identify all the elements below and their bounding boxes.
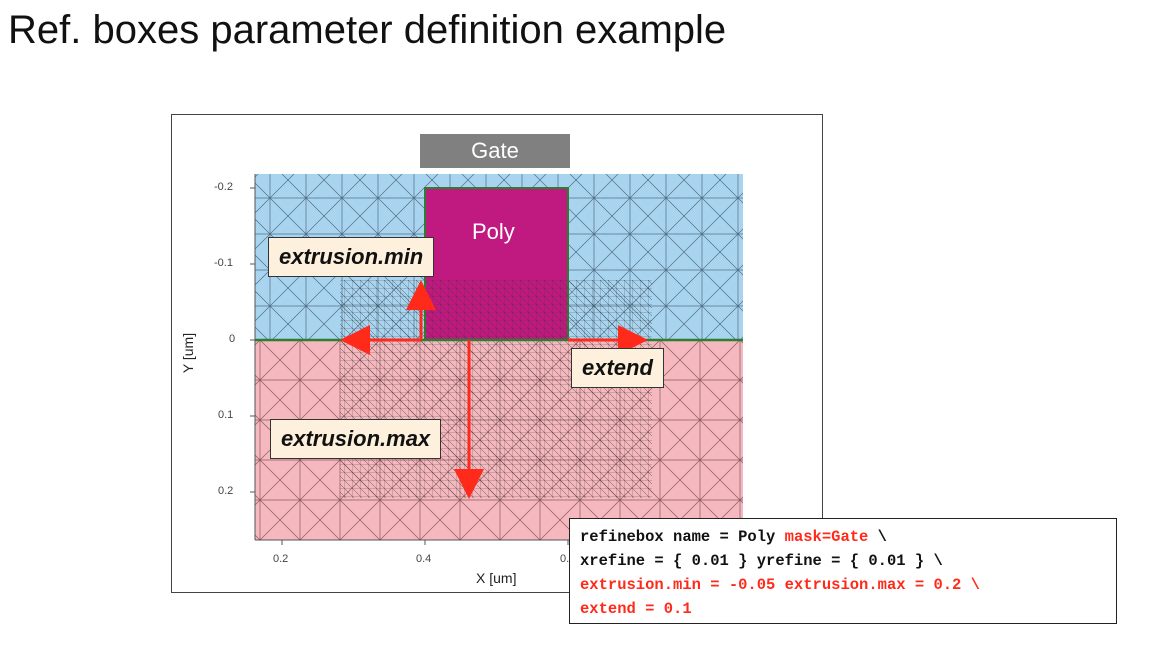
x-tick: 0.4 bbox=[416, 553, 432, 565]
code-line-3: extrusion.min = -0.05 extrusion.max = 0.… bbox=[580, 576, 980, 594]
x-tick: 0. bbox=[560, 553, 570, 565]
page-title: Ref. boxes parameter definition example bbox=[8, 8, 727, 52]
x-axis-title: X [um] bbox=[476, 570, 517, 586]
code-line-4: extend = 0.1 bbox=[580, 600, 692, 618]
x-tick: 0.2 bbox=[273, 553, 289, 565]
extrusion-max-label: extrusion.max bbox=[270, 419, 442, 459]
y-tick: 0 bbox=[229, 333, 236, 345]
poly-label: Poly bbox=[472, 219, 515, 244]
y-tick: 0.2 bbox=[218, 485, 234, 497]
code-line-2: xrefine = { 0.01 } yrefine = { 0.01 } \ bbox=[580, 552, 943, 570]
code-box: refinebox name = Poly mask=Gate \ xrefin… bbox=[569, 518, 1117, 624]
gate-label: Gate bbox=[420, 134, 570, 168]
code-line-1: refinebox name = Poly mask=Gate \ bbox=[580, 528, 887, 546]
extrusion-min-label: extrusion.min bbox=[268, 237, 435, 277]
extend-label: extend bbox=[571, 348, 664, 388]
y-tick: -0.2 bbox=[214, 181, 233, 193]
y-axis-title: Y [um] bbox=[180, 332, 197, 374]
y-tick: -0.1 bbox=[214, 257, 233, 269]
y-tick: 0.1 bbox=[218, 409, 234, 421]
